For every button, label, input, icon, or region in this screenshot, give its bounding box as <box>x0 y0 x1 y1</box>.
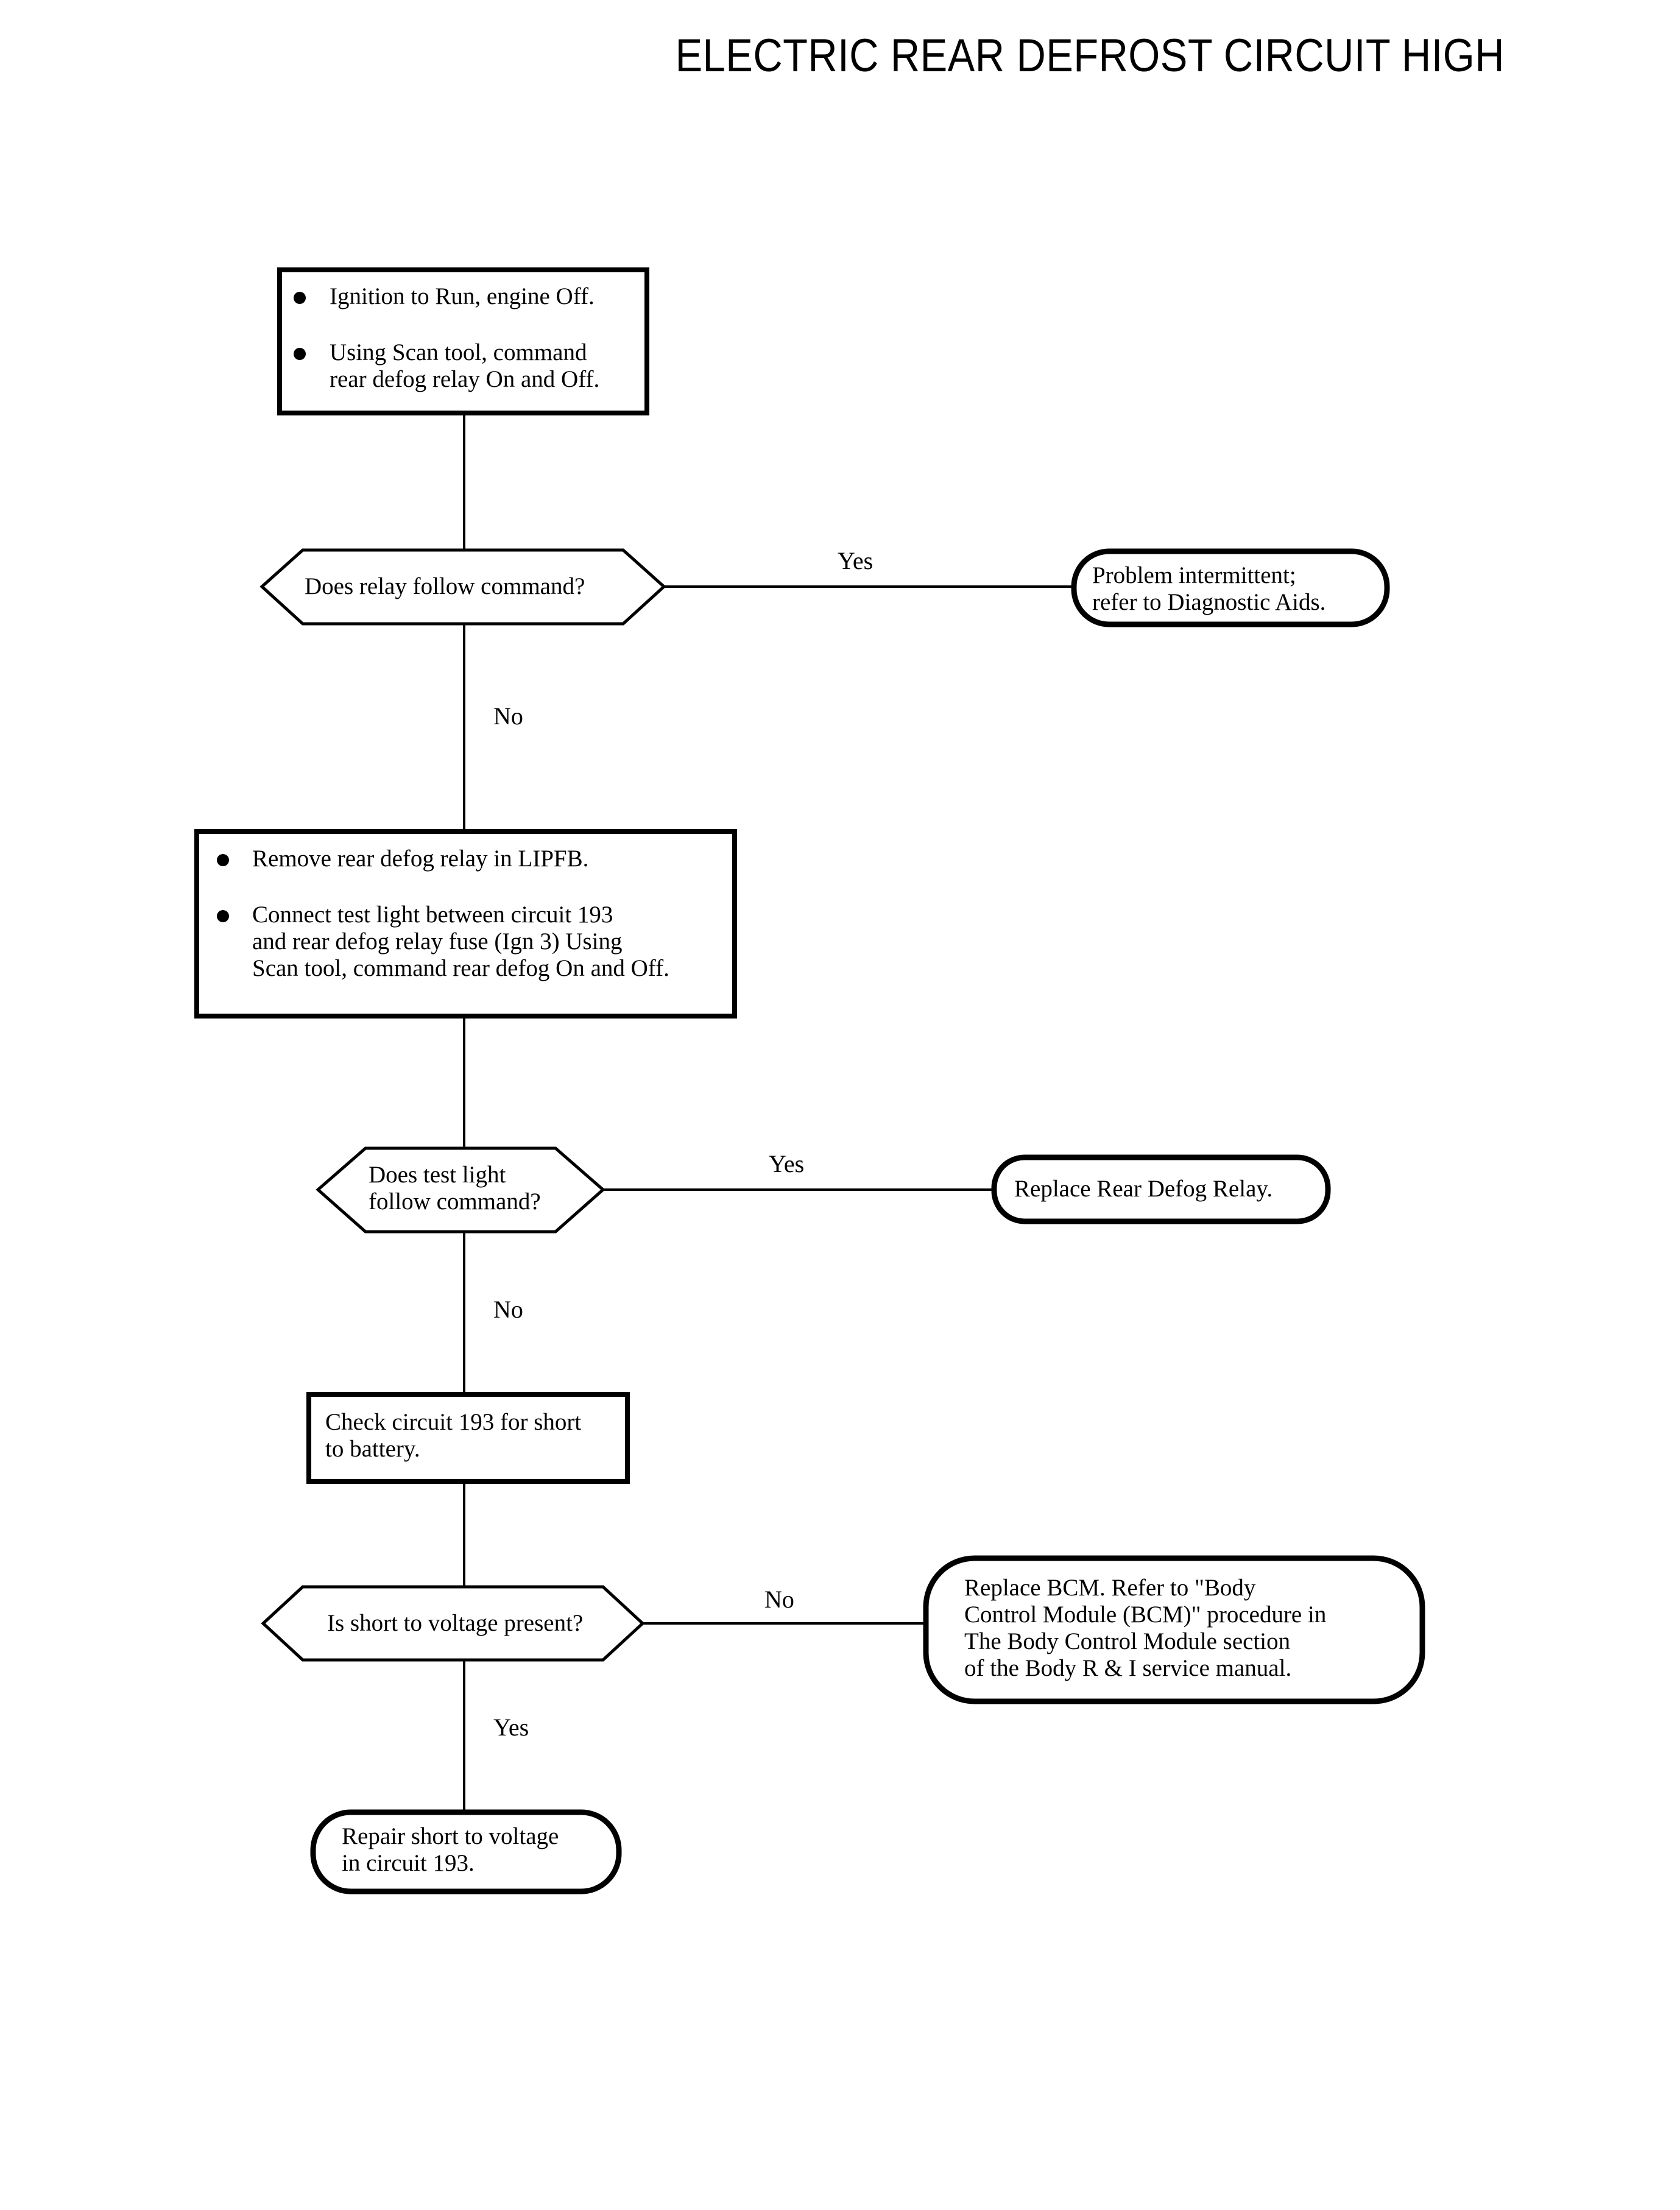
step1-bullet-2-line-1: Using Scan tool, command <box>330 339 587 365</box>
step2-bullet-1-icon <box>217 854 229 866</box>
page-title: ELECTRIC REAR DEFROST CIRCUIT HIGH <box>675 30 1505 82</box>
terminal3-line-3: The Body Control Module section <box>964 1628 1290 1654</box>
node-terminal1[interactable]: Problem intermittent; refer to Diagnosti… <box>1071 548 1390 627</box>
decision2-line-2: follow command? <box>369 1188 541 1215</box>
terminal3-line-4: of the Body R & I service manual. <box>964 1655 1291 1681</box>
terminal4-line-1: Repair short to voltage <box>342 1823 559 1849</box>
connector-group <box>463 413 1074 1812</box>
decision3-hexagon <box>261 1585 645 1662</box>
edge-label-decision3-no: No <box>764 1586 794 1613</box>
terminal2-rounded-box <box>991 1154 1331 1224</box>
node-step3[interactable]: Check circuit 193 for short to battery. <box>306 1392 630 1484</box>
step1-bullet-1-line-1: Ignition to Run, engine Off. <box>330 283 595 309</box>
step3-box <box>306 1392 630 1484</box>
node-decision3[interactable]: Is short to voltage present? <box>261 1585 645 1662</box>
terminal1-line-2: refer to Diagnostic Aids. <box>1092 589 1325 615</box>
node-terminal3[interactable]: Replace BCM. Refer to "Body Control Modu… <box>923 1555 1425 1704</box>
node-step2[interactable]: Remove rear defog relay in LIPFB. Connec… <box>194 829 737 1019</box>
node-terminal2[interactable]: Replace Rear Defog Relay. <box>991 1154 1331 1224</box>
terminal2-line-1: Replace Rear Defog Relay. <box>1014 1176 1272 1202</box>
edge-label-decision2-no: No <box>493 1296 523 1323</box>
terminal3-line-1: Replace BCM. Refer to "Body <box>964 1575 1256 1601</box>
edge-label-decision2-yes: Yes <box>769 1150 804 1177</box>
edge-label-decision1-yes: Yes <box>838 547 873 574</box>
terminal4-line-2: in circuit 193. <box>342 1850 475 1876</box>
step2-bullet-2-line-2: and rear defog relay fuse (Ign 3) Using <box>252 928 623 955</box>
decision2-hexagon <box>316 1146 605 1234</box>
step1-bullet-2-icon <box>294 348 306 360</box>
terminal1-line-1: Problem intermittent; <box>1092 562 1296 588</box>
step1-bullet-2-line-2: rear defog relay On and Off. <box>330 366 599 392</box>
decision1-hexagon <box>259 548 666 626</box>
step3-line-1: Check circuit 193 for short <box>325 1409 581 1435</box>
node-step1[interactable]: Ignition to Run, engine Off. Using Scan … <box>277 267 649 415</box>
step3-line-2: to battery. <box>325 1436 420 1462</box>
decision3-line-1: Is short to voltage present? <box>327 1610 583 1636</box>
step2-box <box>194 829 737 1019</box>
terminal4-rounded-box <box>310 1809 622 1894</box>
step1-bullet-1-icon <box>294 292 306 304</box>
node-decision1[interactable]: Does relay follow command? <box>259 548 666 626</box>
decision1-line-1: Does relay follow command? <box>305 573 585 599</box>
step2-bullet-2-icon <box>217 910 229 922</box>
edge-label-decision1-no: No <box>493 702 523 730</box>
decision2-line-1: Does test light <box>369 1162 506 1188</box>
edge-label-decision3-yes: Yes <box>493 1714 529 1741</box>
terminal3-rounded-box <box>923 1555 1425 1704</box>
step2-bullet-2-line-1: Connect test light between circuit 193 <box>252 902 613 928</box>
step2-bullet-1-line-1: Remove rear defog relay in LIPFB. <box>252 846 588 872</box>
node-terminal4[interactable]: Repair short to voltage in circuit 193. <box>310 1809 622 1894</box>
terminal3-line-2: Control Module (BCM)" procedure in <box>964 1601 1326 1628</box>
terminal1-rounded-box <box>1071 548 1390 627</box>
node-decision2[interactable]: Does test light follow command? <box>316 1146 605 1234</box>
step1-box <box>277 267 649 415</box>
step2-bullet-2-line-3: Scan tool, command rear defog On and Off… <box>252 955 669 981</box>
